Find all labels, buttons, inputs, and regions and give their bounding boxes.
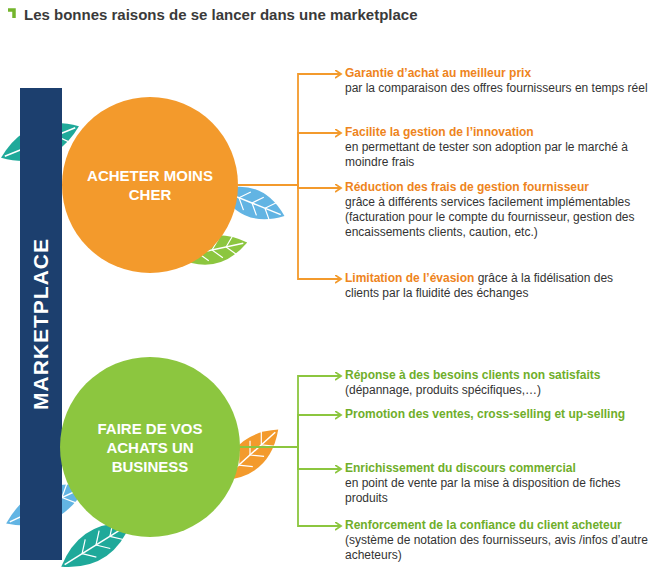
leaf-vein	[224, 236, 237, 257]
benefit-item: Limitation de l’évasion grâce à la fidél…	[345, 271, 648, 301]
benefit-heading: Réduction des frais de gestion fournisse…	[345, 180, 589, 194]
leaf-vein	[254, 431, 275, 453]
benefit-heading: Réponse à des besoins clients non satisf…	[345, 368, 600, 382]
leaf-vein	[77, 539, 97, 562]
title: Les bonnes raisons de se lancer dans une…	[24, 6, 418, 23]
benefit-text: par la comparaison des offres fournisseu…	[345, 81, 648, 96]
benefit-heading: Facilite la gestion de l’innovation	[345, 125, 534, 139]
circle-fill	[62, 97, 238, 273]
benefit-text: (système de notation des fournisseurs, a…	[345, 533, 648, 562]
title-band: MARKETPLACE	[20, 88, 62, 560]
connector-arrow	[240, 447, 341, 526]
circle-label: ACHETER MOINS CHER	[80, 166, 220, 204]
benefit-item: Facilite la gestion de l’innovationen pe…	[345, 125, 648, 170]
connector-arrow	[240, 415, 341, 447]
circle-label-box: ACHETER MOINS CHER	[80, 166, 220, 204]
benefit-item: Renforcement de la confiance du client a…	[345, 518, 648, 563]
connector-arrow	[238, 185, 341, 279]
benefit-heading: Garantie d’achat au meilleur prix	[345, 66, 531, 80]
benefit-item: Garantie d’achat au meilleur prixpar la …	[345, 66, 648, 96]
benefit-item: Enrichissement du discours commercialen …	[345, 461, 648, 506]
title-icon	[8, 10, 14, 18]
connector-arrow	[238, 74, 341, 185]
circle-label-box: FAIRE DE VOS ACHATS UN BUSINESS	[80, 419, 220, 476]
benefit-heading: Enrichissement du discours commercial	[345, 461, 576, 475]
connector-arrow	[240, 376, 341, 447]
benefit-heading: Promotion des ventes, cross-selling et u…	[345, 407, 625, 421]
benefit-text: en point de vente par la mise à disposit…	[345, 476, 648, 506]
benefit-heading: Limitation de l’évasion	[345, 271, 474, 285]
leaf-vein	[261, 199, 276, 220]
category-circle: FAIRE DE VOS ACHATS UN BUSINESS	[60, 357, 240, 537]
circle-label: FAIRE DE VOS ACHATS UN BUSINESS	[80, 419, 220, 476]
circle-fill	[60, 357, 240, 537]
category-circle: ACHETER MOINS CHER	[62, 97, 238, 273]
benefit-heading: Renforcement de la confiance du client a…	[345, 518, 622, 532]
connector-arrow	[238, 133, 341, 185]
benefit-text: en permettant de tester son adoption par…	[345, 140, 648, 170]
leaf-vein	[248, 194, 263, 215]
connector-arrow	[240, 447, 341, 469]
benefit-item: Réduction des frais de gestion fournisse…	[345, 180, 648, 240]
benefit-text: grâce à différents services facilement i…	[345, 195, 648, 240]
leaf-vein	[65, 525, 128, 564]
benefit-item: Promotion des ventes, cross-selling et u…	[345, 407, 648, 422]
band-label: MARKETPLACE	[29, 238, 53, 410]
leaf-vein	[90, 531, 110, 554]
benefit-text: (dépannage, produits spécifiques,…)	[345, 383, 648, 398]
benefit-item: Réponse à des besoins clients non satisf…	[345, 368, 648, 398]
circle-shape	[62, 97, 238, 273]
